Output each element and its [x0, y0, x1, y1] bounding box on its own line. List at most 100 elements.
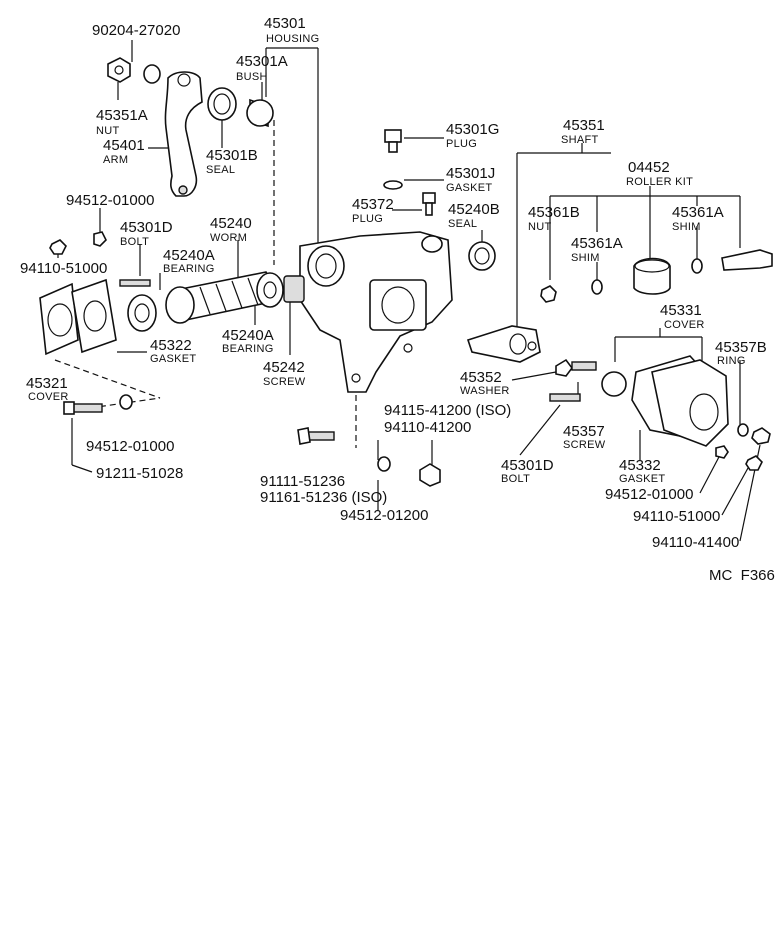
- svg-text:90204-27020: 90204-27020: [92, 22, 180, 39]
- svg-text:45240: 45240: [210, 215, 252, 232]
- svg-text:BOLT: BOLT: [120, 236, 149, 248]
- callout-45357b-ring: 45357B RING: [715, 339, 767, 367]
- bolt-91211-part: [69, 403, 103, 413]
- callout-94110-51000-right: 94110-51000: [633, 508, 720, 525]
- gasket-45301j-part: [383, 180, 403, 190]
- callout-91161-51236-iso: 91161-51236 (ISO): [260, 489, 387, 506]
- callout-45352-washer: 45352 WASHER: [460, 369, 510, 397]
- svg-text:45401: 45401: [103, 137, 145, 154]
- callout-45301d-bolt-left: 45301D BOLT: [120, 219, 173, 248]
- callout-94512-01000-upper: 94512-01000: [66, 192, 154, 209]
- svg-text:SHAFT: SHAFT: [561, 134, 599, 146]
- callout-94115-41200-iso: 94115-41200 (ISO): [384, 402, 511, 419]
- bolt-45301d-left-part: [119, 279, 151, 287]
- svg-text:45240A: 45240A: [163, 247, 215, 264]
- svg-text:45332: 45332: [619, 457, 661, 474]
- svg-text:45301D: 45301D: [120, 219, 173, 236]
- svg-text:COVER: COVER: [28, 391, 69, 403]
- svg-text:45351: 45351: [563, 117, 605, 134]
- callout-91211-51028: 91211-51028: [96, 465, 183, 482]
- svg-text:45322: 45322: [150, 337, 192, 354]
- cover-45321-part: [39, 282, 79, 356]
- svg-text:ARM: ARM: [103, 154, 128, 166]
- callout-45242-screw: 45242 SCREW: [263, 359, 306, 388]
- svg-text:SEAL: SEAL: [448, 218, 477, 230]
- washer-45352-part: [555, 358, 573, 377]
- callout-90204-27020: 90204-27020: [92, 22, 180, 39]
- callout-45351a-nut: 45351A NUT: [96, 107, 148, 137]
- callout-45240a-bearing-bottom: 45240A BEARING: [222, 327, 274, 355]
- callout-45240-worm: 45240 WORM: [210, 215, 252, 244]
- plug-45372-part: [422, 192, 436, 204]
- svg-text:45361A: 45361A: [571, 235, 623, 252]
- svg-text:94512-01200: 94512-01200: [340, 507, 428, 524]
- callout-labels: 90204-27020 45301 HOUSING 45301A BUSH 45…: [20, 15, 775, 584]
- callout-45301-housing: 45301 HOUSING: [264, 15, 319, 45]
- callout-45332-gasket: 45332 GASKET: [619, 457, 665, 485]
- callout-94110-41200: 94110-41200: [384, 419, 471, 436]
- callout-45361b-nut: 45361B NUT: [528, 204, 580, 233]
- washer-90204-part: [143, 64, 161, 84]
- svg-text:91161-51236 (ISO): 91161-51236 (ISO): [260, 489, 387, 506]
- svg-text:BEARING: BEARING: [163, 263, 215, 275]
- svg-text:45301B: 45301B: [206, 147, 258, 164]
- callout-94512-01200: 94512-01200: [340, 507, 428, 524]
- svg-text:94110-51000: 94110-51000: [633, 508, 720, 525]
- callout-45372-plug: 45372 PLUG: [352, 196, 394, 225]
- svg-text:COVER: COVER: [664, 319, 705, 331]
- callout-45301j-gasket: 45301J GASKET: [446, 165, 495, 194]
- svg-text:BOLT: BOLT: [501, 473, 530, 485]
- nut-45351a-part: [107, 57, 131, 83]
- svg-text:91211-51028: 91211-51028: [96, 465, 183, 482]
- callout-94110-41400: 94110-41400: [652, 534, 739, 551]
- svg-text:RING: RING: [717, 355, 746, 367]
- svg-text:SHIM: SHIM: [672, 221, 701, 233]
- svg-text:45242: 45242: [263, 359, 305, 376]
- svg-text:45301A: 45301A: [236, 53, 288, 70]
- callout-91111-51236: 91111-51236: [260, 473, 345, 490]
- svg-text:SCREW: SCREW: [563, 439, 606, 451]
- callout-45240a-bearing-top: 45240A BEARING: [163, 247, 215, 275]
- svg-text:94110-41200: 94110-41200: [384, 419, 471, 436]
- callout-45301g-plug: 45301G PLUG: [446, 121, 499, 150]
- svg-text:HOUSING: HOUSING: [266, 33, 319, 45]
- svg-text:45372: 45372: [352, 196, 394, 213]
- svg-text:94512-01000: 94512-01000: [66, 192, 154, 209]
- arm-45401-part: [164, 71, 203, 197]
- svg-text:MC F366: MC F366: [709, 567, 775, 584]
- screw-45357-part: [571, 361, 597, 371]
- callout-94512-01000-lower: 94512-01000: [86, 438, 174, 455]
- svg-text:91111-51236: 91111-51236: [260, 473, 345, 490]
- callout-45357-screw: 45357 SCREW: [563, 423, 606, 451]
- svg-text:WASHER: WASHER: [460, 385, 510, 397]
- svg-text:94110-51000: 94110-51000: [20, 260, 107, 277]
- svg-text:BUSH: BUSH: [236, 71, 268, 83]
- diagram-code: MC F366: [709, 567, 775, 584]
- svg-text:45301D: 45301D: [501, 457, 554, 474]
- callout-45331-cover: 45331 COVER: [660, 302, 705, 331]
- bearing-45240a-left-part: [127, 294, 157, 332]
- svg-text:45352: 45352: [460, 369, 502, 386]
- svg-text:45240B: 45240B: [448, 201, 500, 218]
- svg-text:SHIM: SHIM: [571, 252, 600, 264]
- svg-text:94115-41200 (ISO): 94115-41200 (ISO): [384, 402, 511, 419]
- svg-text:45301: 45301: [264, 15, 306, 32]
- callout-45401-arm: 45401 ARM: [103, 137, 145, 166]
- gasket-45322-part: [71, 278, 117, 354]
- svg-text:GASKET: GASKET: [446, 182, 492, 194]
- bearing-45240a-right-part: [256, 272, 284, 308]
- svg-text:45357: 45357: [563, 423, 605, 440]
- svg-text:45301G: 45301G: [446, 121, 499, 138]
- svg-text:45331: 45331: [660, 302, 702, 319]
- svg-text:WORM: WORM: [210, 232, 247, 244]
- parts-artwork: [39, 57, 773, 487]
- seal-45301b-part: [207, 87, 237, 121]
- svg-text:ROLLER KIT: ROLLER KIT: [626, 176, 693, 188]
- callout-45322-gasket: 45322 GASKET: [150, 337, 196, 365]
- svg-text:04452: 04452: [628, 159, 670, 176]
- svg-text:SCREW: SCREW: [263, 376, 306, 388]
- callout-04452-roller-kit: 04452 ROLLER KIT: [626, 159, 693, 188]
- callout-45361a-shim-middle: 45361A SHIM: [571, 235, 623, 264]
- screw-45242-part: [283, 275, 305, 303]
- svg-text:GASKET: GASKET: [150, 353, 196, 365]
